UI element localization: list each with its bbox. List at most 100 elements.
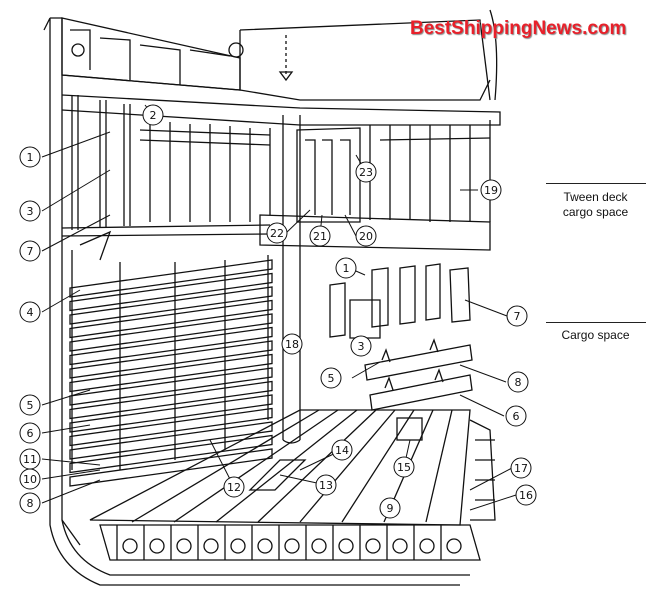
ceiling-plank bbox=[131, 409, 320, 523]
double-bottom-floors bbox=[99, 524, 481, 561]
watermark: BestShippingNews.com bbox=[410, 18, 627, 39]
ceiling-plank bbox=[425, 409, 453, 523]
callout-number: 6 bbox=[513, 410, 520, 423]
callout-number: 14 bbox=[335, 444, 349, 457]
lightening-hole bbox=[176, 538, 192, 554]
batten-board bbox=[69, 448, 273, 487]
callout-number: 23 bbox=[359, 166, 373, 179]
hold-pillar bbox=[282, 115, 301, 444]
callout-circle bbox=[223, 476, 245, 498]
callout-number: 22 bbox=[270, 227, 284, 240]
callout-circle bbox=[142, 104, 164, 126]
batten-board bbox=[69, 326, 273, 366]
lightening-hole bbox=[392, 538, 408, 554]
callout-circle bbox=[350, 335, 372, 357]
callout-number: 21 bbox=[313, 230, 327, 243]
callout-number: 15 bbox=[397, 461, 411, 474]
callout-circle bbox=[266, 222, 288, 244]
callout-circle bbox=[19, 301, 41, 323]
lightening-hole bbox=[311, 538, 327, 554]
callout-circle bbox=[19, 146, 41, 168]
batten-board bbox=[69, 367, 273, 406]
callout-circle bbox=[19, 240, 41, 262]
callout-circle bbox=[19, 448, 41, 470]
callout-number: 3 bbox=[27, 205, 34, 218]
cargo-battens bbox=[69, 259, 273, 487]
hull-side bbox=[43, 17, 470, 586]
callout-circle bbox=[315, 474, 337, 496]
callout-circle bbox=[355, 225, 377, 247]
batten-board bbox=[69, 407, 273, 447]
callout-circle bbox=[19, 394, 41, 416]
batten-board bbox=[69, 394, 273, 433]
callout-circle bbox=[393, 456, 415, 478]
callout-number: 3 bbox=[358, 340, 365, 353]
ceiling-plank bbox=[257, 409, 377, 523]
batten-board bbox=[69, 421, 273, 460]
callout-number: 9 bbox=[387, 502, 394, 515]
lightening-hole bbox=[284, 538, 300, 554]
upper-deck-structure bbox=[61, 9, 501, 126]
zone-divider-top bbox=[546, 183, 646, 184]
callout-number: 6 bbox=[27, 427, 34, 440]
batten-board bbox=[69, 259, 273, 298]
callout-circle bbox=[379, 497, 401, 519]
lightening-hole bbox=[230, 538, 246, 554]
callout-circle bbox=[335, 257, 357, 279]
callout-number: 19 bbox=[484, 184, 498, 197]
callout-number: 10 bbox=[23, 473, 37, 486]
batten-board bbox=[69, 286, 273, 325]
callout-number: 8 bbox=[515, 376, 522, 389]
batten-board bbox=[69, 340, 273, 379]
callout-circle bbox=[506, 305, 528, 327]
callout-number: 16 bbox=[519, 489, 533, 502]
callout-number: 13 bbox=[319, 479, 333, 492]
bilge-area bbox=[248, 417, 496, 521]
tween-deck-label: Tween deck cargo space bbox=[548, 190, 643, 220]
ceiling-plank bbox=[299, 409, 396, 523]
callout-circle bbox=[320, 367, 342, 389]
batten-board bbox=[69, 299, 273, 339]
ceiling-plank bbox=[341, 409, 415, 523]
batten-board bbox=[69, 313, 273, 352]
callout-circle bbox=[480, 179, 502, 201]
callout-circle bbox=[355, 161, 377, 183]
hold-frames bbox=[71, 250, 269, 470]
callout-number: 5 bbox=[27, 399, 34, 412]
ceiling-plank bbox=[215, 409, 358, 523]
tween-bulkhead bbox=[296, 127, 361, 223]
callout-number: 7 bbox=[514, 310, 521, 323]
callout-circle bbox=[19, 422, 41, 444]
callout-number: 8 bbox=[27, 497, 34, 510]
zone-divider-bottom bbox=[546, 322, 646, 323]
batten-board bbox=[69, 434, 273, 474]
batten-board bbox=[69, 380, 273, 420]
callout-number: 5 bbox=[328, 372, 335, 385]
callout-circle bbox=[309, 225, 331, 247]
lightening-hole bbox=[203, 538, 219, 554]
callout-circle bbox=[507, 371, 529, 393]
tween-deck-label-line1: Tween deck bbox=[563, 190, 628, 204]
lightening-hole bbox=[257, 538, 273, 554]
leader-lines bbox=[41, 104, 517, 511]
callout-number: 20 bbox=[359, 230, 373, 243]
batten-cleat-details bbox=[329, 263, 473, 411]
callout-number: 12 bbox=[227, 481, 241, 494]
batten-board bbox=[69, 353, 273, 393]
tween-deck-frames bbox=[61, 95, 491, 261]
tween-deck-label-line2: cargo space bbox=[562, 205, 629, 219]
callout-number: 2 bbox=[150, 109, 157, 122]
callout-number: 1 bbox=[27, 151, 34, 164]
callout-circle bbox=[515, 484, 537, 506]
callout-circle bbox=[19, 492, 41, 514]
lightening-hole bbox=[149, 538, 165, 554]
lightening-hole bbox=[338, 538, 354, 554]
callout-number: 4 bbox=[27, 306, 34, 319]
callout-number: 11 bbox=[23, 453, 37, 466]
callout-circle bbox=[510, 457, 532, 479]
callout-number: 7 bbox=[27, 245, 34, 258]
lightening-hole bbox=[122, 538, 138, 554]
ceiling-plank bbox=[173, 409, 339, 523]
